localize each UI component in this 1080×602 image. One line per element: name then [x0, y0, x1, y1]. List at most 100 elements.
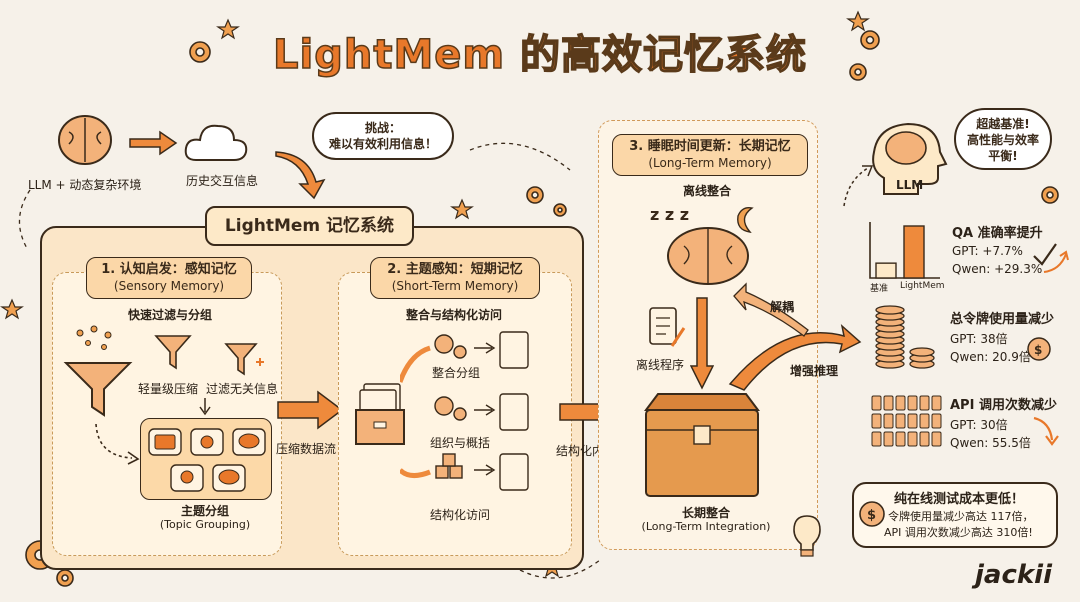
- qa-qwen: Qwen: +29.3%: [952, 262, 1043, 276]
- gear-icon: [553, 203, 567, 217]
- sensory-title-line2: (Sensory Memory): [113, 279, 225, 293]
- api-gpt: GPT: 30倍: [950, 418, 1008, 432]
- enhance-label: 增强推理: [790, 364, 839, 378]
- integration-label: 长期整合: [681, 506, 730, 520]
- blocks-icon: [442, 453, 456, 467]
- challenge-line2: 难以有效利用信息！: [328, 137, 437, 151]
- offline-consolidate-label: 离线整合: [682, 184, 731, 198]
- gear-icon: [453, 345, 467, 359]
- api-cell: [931, 395, 942, 411]
- api-qwen: Qwen: 55.5倍: [950, 436, 1031, 450]
- challenge-bubble: 挑战： 难以有效利用信息！: [312, 112, 454, 160]
- chat-icon: [238, 433, 260, 449]
- cost-line2: 令牌使用量减少高达 117倍，: [888, 510, 1034, 523]
- system-title: LightMem 记忆系统: [205, 206, 414, 246]
- api-cell: [895, 413, 906, 429]
- gear-icon: [189, 41, 211, 63]
- brain-icon: [58, 115, 112, 165]
- blocks-icon: [435, 465, 449, 479]
- short-term-title-line1: 2. 主题感知：短期记忆: [387, 262, 523, 277]
- api-cell: [919, 431, 930, 447]
- arrow-right-icon: [129, 130, 178, 156]
- qa-bar-0: [875, 262, 897, 279]
- api-cell: [895, 395, 906, 411]
- st-item3: 结构化访问: [430, 508, 491, 522]
- cloud-icon: [184, 124, 248, 161]
- gear-icon: [453, 407, 467, 421]
- long-term-title-line1: 3. 睡眠时间更新：长期记忆: [629, 139, 791, 154]
- history-label: 历史交互信息: [186, 174, 259, 188]
- people-icon: [180, 470, 194, 484]
- light-compress-label: 轻量级压缩: [138, 382, 199, 396]
- tokens-title: 总令牌使用量减少: [950, 312, 1055, 327]
- chest-icon: [644, 393, 760, 497]
- offline-program-label: 离线程序: [636, 358, 685, 372]
- decouple-label: 解耦: [770, 300, 795, 314]
- qa-bar-1: [903, 225, 925, 279]
- lightbulb-icon: [793, 515, 821, 557]
- bubble-line1: 超越基准!: [976, 117, 1030, 131]
- signature: jackii: [975, 560, 1052, 590]
- filter-irrelevant-label: 过滤无关信息: [206, 382, 279, 396]
- sensory-panel: [52, 272, 282, 556]
- gear-icon: [860, 30, 880, 50]
- tokens-gpt: GPT: 38倍: [950, 332, 1008, 346]
- topic-grouping-card: [140, 418, 272, 500]
- compressed-stream-label: 压缩数据流: [276, 442, 337, 456]
- api-cell: [919, 413, 930, 429]
- arrow-down-icon: [199, 398, 211, 416]
- api-cell: [871, 395, 882, 411]
- svg-text:$: $: [1034, 343, 1042, 357]
- topic-group-label: 主题分组: [180, 504, 229, 518]
- short-term-flow: [400, 331, 529, 491]
- integration-label-en: (Long-Term Integration): [641, 520, 771, 533]
- blocks-icon: [449, 465, 463, 479]
- api-cell: [931, 413, 942, 429]
- env-label: LLM + 动态复杂环境: [28, 178, 142, 192]
- api-cell: [931, 431, 942, 447]
- coin-down-icon: $: [1027, 337, 1051, 361]
- long-term-title-line2: (Long-Term Memory): [648, 156, 772, 170]
- scroll-icon: [499, 393, 529, 431]
- sensory-subtitle: 快速过滤与分组: [127, 308, 212, 322]
- gear-icon: [1041, 186, 1059, 204]
- big-funnel-icon: [63, 325, 133, 417]
- arrow-down-icon: [690, 297, 714, 390]
- star-icon: [450, 198, 474, 220]
- short-term-title-line2: (Short-Term Memory): [391, 279, 519, 293]
- tokens-qwen: Qwen: 20.9倍: [950, 350, 1031, 364]
- chat-icon: [218, 469, 240, 485]
- llm-head-label: LLM: [896, 178, 924, 192]
- arrow-right-icon: [277, 390, 344, 430]
- sensory-title-line1: 1. 认知启发：感知记忆: [101, 262, 237, 277]
- gear-icon: [434, 334, 454, 354]
- trend-down-icon: [1033, 416, 1059, 446]
- camera-icon: [200, 435, 214, 449]
- api-cell: [895, 431, 906, 447]
- api-grid-icon: [871, 395, 942, 447]
- api-cell: [871, 431, 882, 447]
- file-box-icon: [355, 383, 405, 445]
- api-cell: [919, 395, 930, 411]
- svg-text:z z z: z z z: [650, 205, 689, 224]
- book-icon: [154, 434, 176, 450]
- api-cell: [883, 413, 894, 429]
- curved-arrow-icon: [95, 423, 140, 465]
- qa-bar-base-label: 基准: [870, 284, 889, 294]
- llm-head-icon: [872, 122, 948, 195]
- qa-bar-lightmem-label: LightMem: [900, 281, 945, 291]
- cost-line1: 纯在线测试成本更低！: [894, 492, 1025, 507]
- qa-gpt: GPT: +7.7%: [952, 244, 1023, 258]
- gear-icon: [434, 396, 454, 416]
- challenge-line1: 挑战：: [364, 121, 401, 135]
- coin-stack-icon: [875, 305, 935, 369]
- document-pencil-icon: [649, 307, 686, 347]
- star-icon: [216, 18, 240, 40]
- api-cell: [907, 395, 918, 411]
- check-arrow-icon: [1033, 243, 1069, 273]
- short-term-title: 2. 主题感知：短期记忆 (Short-Term Memory): [370, 257, 540, 299]
- st-item2: 组织与概括: [430, 436, 491, 450]
- gear-icon: [56, 569, 74, 587]
- filter-funnel-icon: [224, 343, 264, 376]
